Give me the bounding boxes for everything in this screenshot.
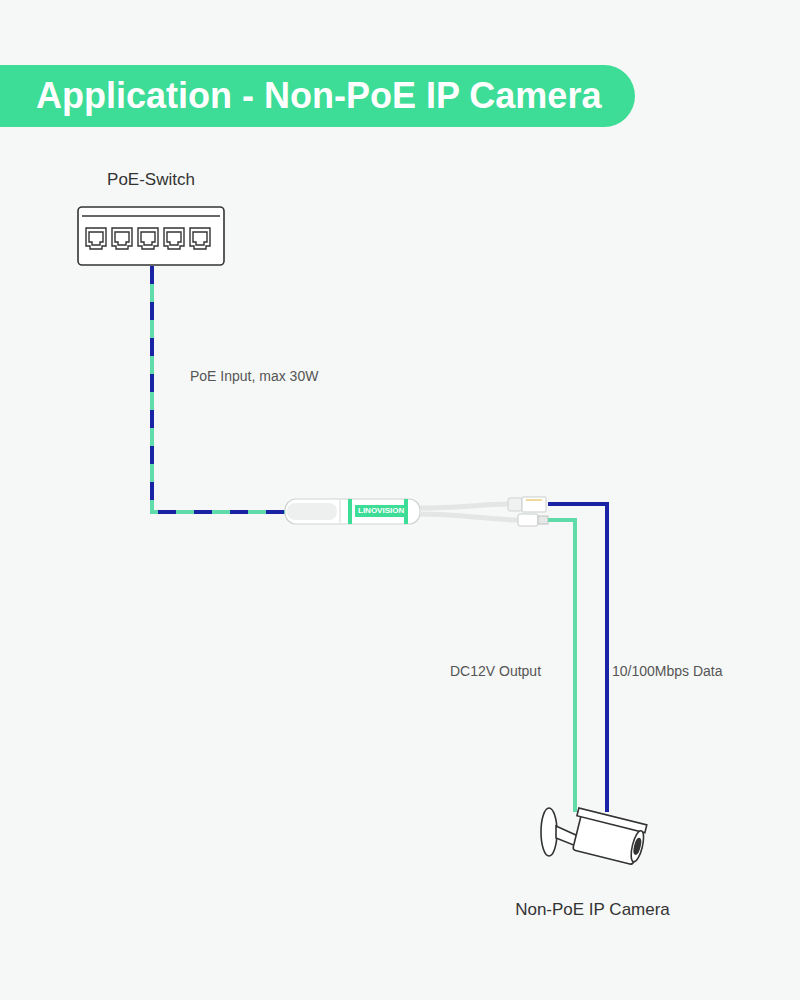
edge-label: DC12V Output xyxy=(450,663,541,679)
camera-illustration xyxy=(541,808,648,866)
switch-illustration xyxy=(78,207,224,265)
cable-line xyxy=(548,520,575,812)
brand-label: LINOVISION xyxy=(355,505,407,517)
title-banner: Application - Non-PoE IP Camera xyxy=(0,65,635,127)
node-label: PoE-Switch xyxy=(75,170,227,190)
splitter-node: LINOVISION xyxy=(285,496,548,528)
cable-connector xyxy=(548,520,575,812)
cable-connector xyxy=(152,266,285,512)
edge-label: PoE Input, max 30W xyxy=(190,368,318,384)
title-text: Application - Non-PoE IP Camera xyxy=(36,75,601,117)
switch-node: PoE-Switch xyxy=(75,168,227,266)
poe-splitter-illustration xyxy=(285,497,548,526)
cable-line xyxy=(548,504,607,812)
edge-label: 10/100Mbps Data xyxy=(612,663,723,679)
node-label: Non-PoE IP Camera xyxy=(505,900,680,920)
cable-connector xyxy=(548,504,607,812)
cable-line xyxy=(152,266,285,512)
cable-line xyxy=(152,266,285,512)
camera-node: Non-PoE IP Camera xyxy=(505,812,680,922)
